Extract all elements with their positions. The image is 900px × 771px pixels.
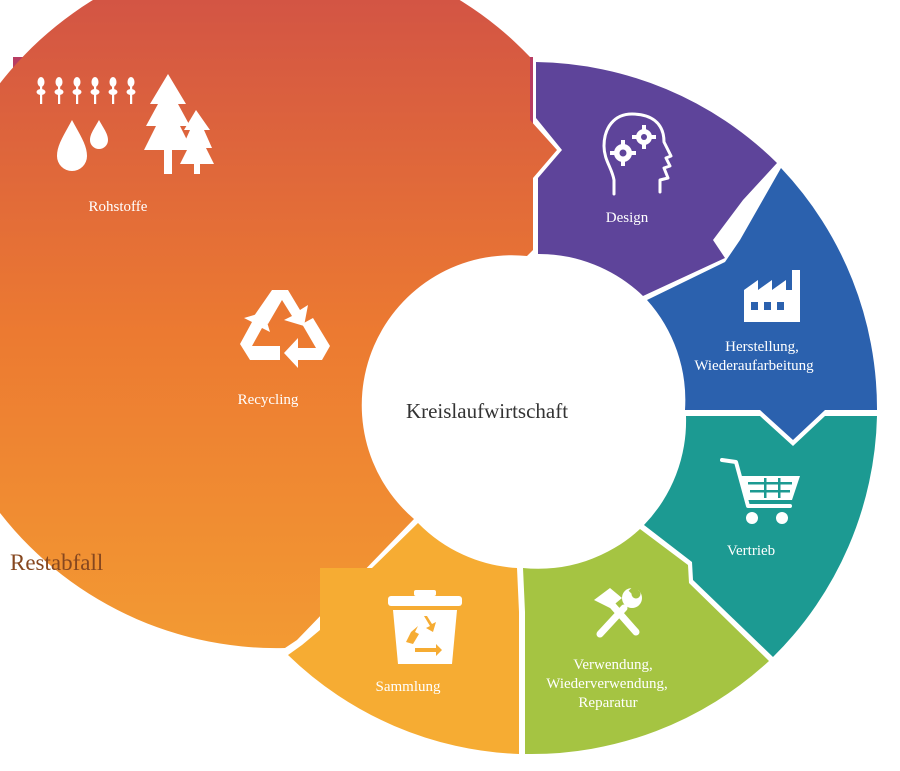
tools-icon: [594, 583, 642, 638]
center-label: Kreislaufwirtschaft: [406, 399, 568, 423]
raw-materials-label: Rohstoffe: [89, 199, 148, 215]
segment-label-verwendung-2: Wiederverwendung,: [546, 676, 667, 692]
segment-label-sammlung: Sammlung: [375, 679, 441, 695]
segment-label-herstellung-2: Wiederaufarbeitung: [694, 358, 814, 374]
center-circle: [379, 262, 675, 558]
shopping-cart-icon: [720, 458, 800, 524]
trees-icon: [144, 74, 214, 174]
segment-recycling: [0, 0, 557, 649]
recycling-bin-icon: [388, 590, 462, 664]
segment-verwendung: [523, 529, 769, 755]
head-gears-icon: [602, 112, 673, 196]
factory-icon: [744, 270, 800, 322]
segment-label-verwendung-3: Reparatur: [578, 695, 637, 711]
segment-label-herstellung-1: Herstellung,: [725, 339, 799, 355]
segment-vertrieb: [644, 416, 877, 657]
segment-label-verwendung-1: Verwendung,: [573, 657, 653, 673]
segment-design: [536, 62, 777, 296]
water-drops-icon: [57, 120, 108, 171]
segment-label-vertrieb: Vertrieb: [727, 543, 775, 559]
waste-label: Restabfall: [10, 550, 103, 575]
recycle-icon: [240, 290, 330, 368]
segment-label-design: Design: [606, 210, 649, 226]
wheat-icon: [36, 77, 136, 104]
segment-label-recycling: Recycling: [238, 392, 299, 408]
